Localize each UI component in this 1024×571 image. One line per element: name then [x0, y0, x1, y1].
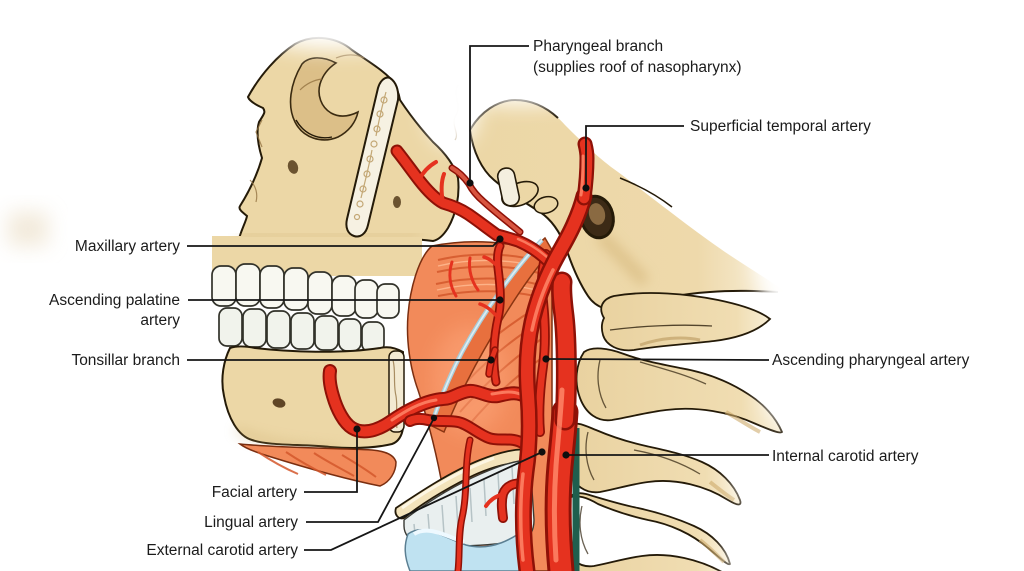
leader-lingual	[306, 414, 438, 523]
digastric-mylohyoid-muscle	[237, 443, 397, 487]
internal-carotid-artery-vessel	[544, 271, 579, 571]
skull-right	[469, 98, 786, 311]
label-maxillary-artery: Maxillary artery	[75, 238, 180, 255]
label-ascending-palatine-artery-line2: artery	[140, 312, 180, 329]
leader-pharyngeal-branch	[466, 45, 529, 187]
mandible	[221, 345, 405, 453]
pharyngeal-branch-vessel	[448, 164, 524, 236]
facial-artery-vessel	[322, 364, 535, 439]
leader-ascending-palatine	[188, 296, 504, 304]
leader-lines	[187, 45, 770, 551]
cervical-vertebrae	[559, 292, 822, 571]
label-internal-carotid-artery: Internal carotid artery	[772, 448, 919, 465]
superior-thyroid-artery-vessel	[484, 478, 529, 523]
external-carotid-artery-vessel	[514, 187, 593, 571]
label-superficial-temporal-artery: Superficial temporal artery	[690, 118, 871, 135]
label-pharyngeal-branch-note: (supplies roof of nasopharynx)	[533, 59, 742, 76]
leader-facial	[304, 425, 361, 493]
leader-internal-carotid	[562, 451, 769, 459]
leader-superficial-temporal	[582, 125, 684, 192]
label-facial-artery: Facial artery	[212, 484, 298, 501]
label-tonsillar-branch: Tonsillar branch	[71, 352, 180, 369]
lingual-artery-vessel	[404, 412, 530, 450]
background-smudge	[8, 212, 48, 246]
label-pharyngeal-branch: Pharyngeal branch	[533, 38, 663, 55]
labels: Pharyngeal branch (supplies roof of naso…	[49, 38, 970, 559]
label-ascending-palatine-artery-line1: Ascending palatine	[49, 292, 180, 309]
skull-left	[212, 37, 460, 276]
pterygoid-plate	[345, 76, 400, 238]
label-ascending-pharyngeal-artery: Ascending pharyngeal artery	[772, 352, 970, 369]
trabecular-texture	[353, 91, 388, 221]
label-external-carotid-artery: External carotid artery	[146, 542, 298, 559]
label-lingual-artery: Lingual artery	[204, 514, 298, 531]
leader-tonsillar	[187, 356, 495, 364]
leader-ascending-pharyngeal	[542, 355, 770, 363]
leader-external-carotid	[304, 448, 546, 551]
leader-maxillary	[187, 235, 504, 247]
upper-teeth	[211, 263, 400, 319]
anatomy-illustration	[8, 2, 858, 571]
maxillary-artery-vessel	[390, 144, 560, 273]
